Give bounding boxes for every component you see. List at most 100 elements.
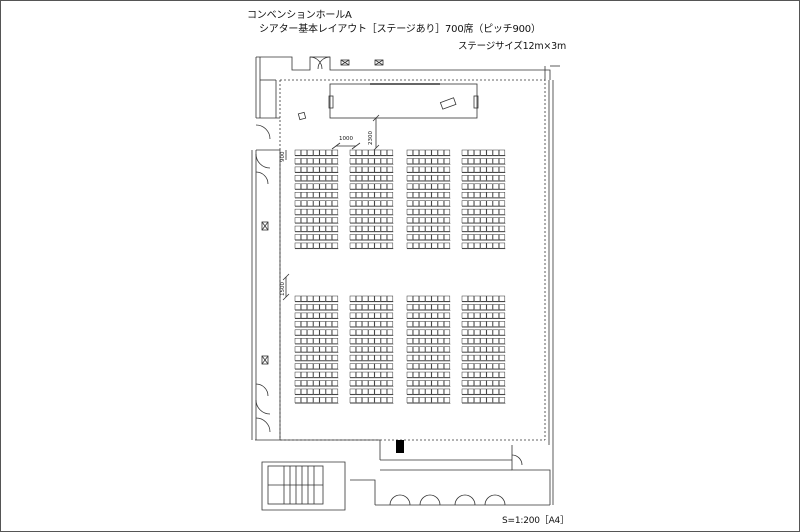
seat [431, 371, 438, 378]
seat [307, 329, 314, 336]
seat [425, 166, 432, 173]
scale-label: S=1:200［A4］ [502, 516, 569, 526]
cross-aisle-label: 1500 [280, 282, 286, 296]
seat [412, 338, 420, 344]
seat [300, 208, 308, 215]
seat [362, 329, 369, 336]
seat [443, 321, 451, 327]
seat [431, 346, 438, 353]
seat [386, 354, 394, 361]
seat [380, 166, 387, 173]
seat [498, 200, 506, 207]
seat [431, 397, 438, 403]
seat [300, 149, 308, 156]
seat [406, 338, 413, 344]
seat [380, 217, 387, 224]
seat [380, 295, 387, 302]
seat [325, 304, 332, 310]
seat [431, 363, 438, 370]
seat [313, 388, 320, 395]
seat [474, 329, 481, 336]
seat [498, 234, 506, 240]
seat [374, 225, 381, 232]
seat [325, 346, 332, 353]
seat [362, 354, 369, 361]
seat [467, 346, 475, 353]
seat [294, 166, 301, 173]
seat [362, 295, 369, 302]
seat [412, 217, 420, 224]
seat [486, 234, 493, 240]
seat [331, 363, 339, 370]
seat [406, 371, 413, 378]
seat [362, 158, 369, 164]
seat [380, 346, 387, 353]
seat [412, 363, 420, 370]
seat [467, 175, 475, 181]
seat [443, 175, 451, 181]
seat [461, 200, 468, 207]
seat [406, 234, 413, 240]
seat [419, 175, 426, 181]
seat [355, 371, 363, 378]
seat [486, 225, 493, 232]
seat [331, 321, 339, 327]
seat [443, 208, 451, 215]
seat [419, 354, 426, 361]
seat [294, 242, 301, 249]
seat [474, 175, 481, 181]
seat [355, 225, 363, 232]
seat [349, 329, 356, 336]
seat [461, 312, 468, 319]
seat [325, 312, 332, 319]
seat [474, 371, 481, 378]
seat [480, 149, 487, 156]
seat [437, 183, 444, 190]
seat [425, 338, 432, 344]
seat [386, 312, 394, 319]
seat [362, 183, 369, 190]
seat [386, 234, 394, 240]
layout-title: シアター基本レイアウト［ステージあり］700席（ピッチ900） [259, 24, 541, 35]
seat [461, 208, 468, 215]
seat [319, 183, 326, 190]
seat [437, 295, 444, 302]
seat [443, 225, 451, 232]
row-pitch-label: 900 [280, 151, 286, 162]
seat [300, 397, 308, 403]
seat [412, 354, 420, 361]
seat [325, 380, 332, 386]
seat [412, 312, 420, 319]
seat [498, 380, 506, 386]
seat [374, 363, 381, 370]
seat [461, 397, 468, 403]
seat [386, 346, 394, 353]
seat [313, 234, 320, 240]
seat [492, 217, 499, 224]
seat [474, 380, 481, 386]
seat [380, 242, 387, 249]
seat [425, 149, 432, 156]
seat [349, 388, 356, 395]
seat [307, 158, 314, 164]
seat [313, 225, 320, 232]
seat [368, 354, 375, 361]
seat [461, 192, 468, 198]
seat [480, 295, 487, 302]
seat [294, 158, 301, 164]
seat [325, 242, 332, 249]
seat [294, 346, 301, 353]
seat [374, 380, 381, 386]
stage-clearance-label: 2300 [368, 131, 374, 145]
seat [492, 192, 499, 198]
seat [300, 329, 308, 336]
seat [294, 225, 301, 232]
seat [307, 304, 314, 310]
seat [474, 312, 481, 319]
seat [443, 371, 451, 378]
seat [374, 321, 381, 327]
seat [425, 208, 432, 215]
seat [437, 200, 444, 207]
seat [412, 371, 420, 378]
